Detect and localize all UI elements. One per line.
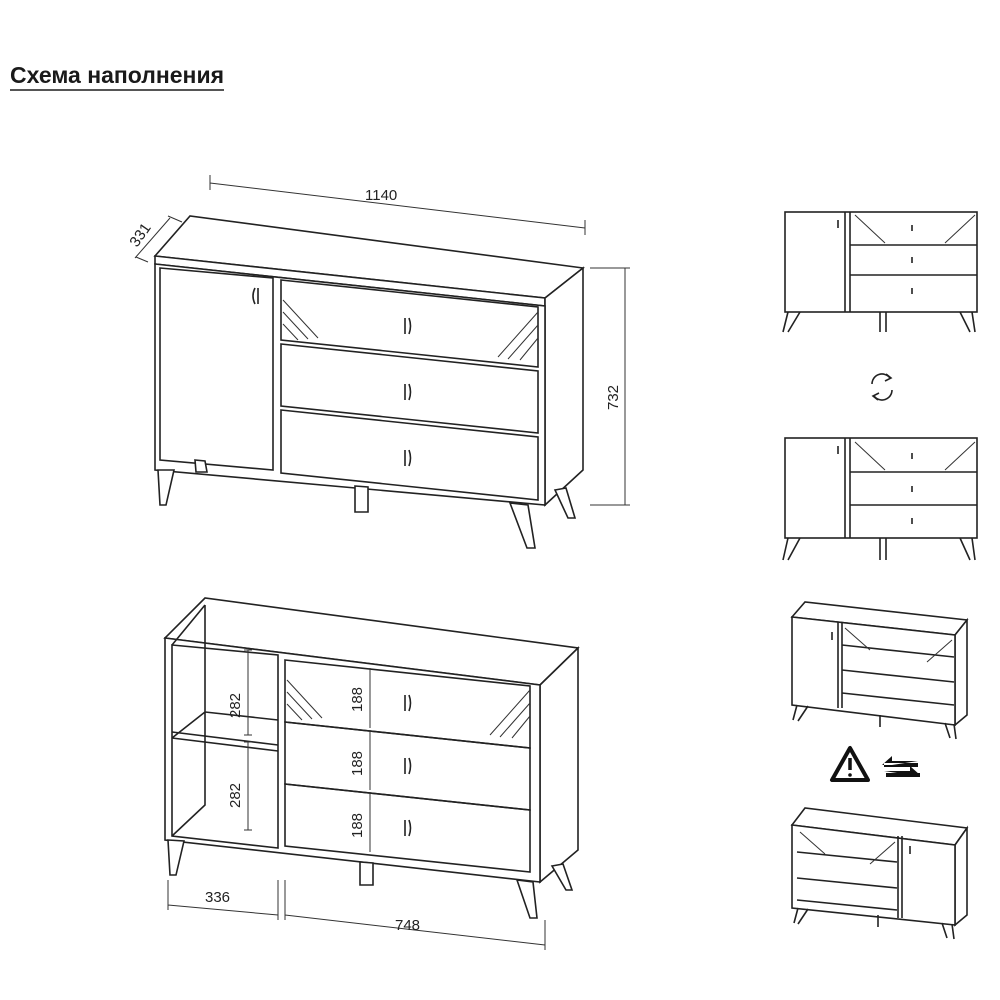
dresser-open-view: 282 282 188 188 188 336 748: [163, 597, 580, 950]
variant-3: [790, 601, 969, 740]
variant-4: [790, 807, 969, 940]
dimension-drawer-2: 188: [349, 751, 366, 776]
dimension-shelf-lower: 282: [227, 783, 244, 808]
dresser-closed-view: 1140 331 732: [126, 175, 630, 549]
dimension-height: 732: [605, 385, 622, 410]
dimension-width: 1140: [365, 187, 397, 204]
variant-1: [782, 211, 978, 333]
variant-2: [782, 437, 978, 561]
dimension-drawer-section: 748: [395, 917, 420, 934]
dimension-shelf-upper: 282: [227, 693, 244, 718]
warning-icon: [830, 746, 870, 782]
dimension-depth: 331: [126, 220, 154, 250]
rotate-icon: [871, 373, 893, 401]
page-title: Схема наполнения: [10, 62, 225, 91]
dimension-drawer-1: 188: [349, 687, 366, 712]
swap-arrows-icon: [882, 756, 920, 777]
dimension-drawer-3: 188: [349, 813, 366, 838]
dimension-open-section: 336: [205, 889, 230, 906]
